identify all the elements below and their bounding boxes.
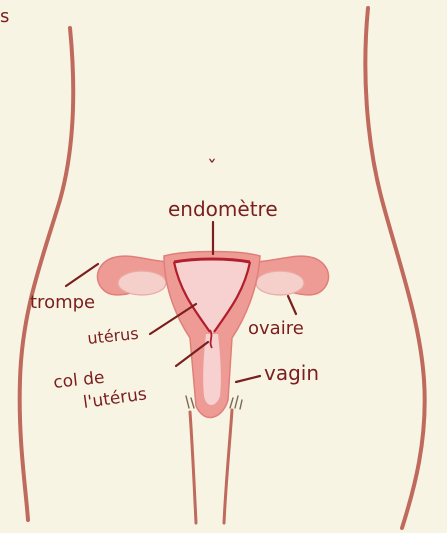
corner-mark: s <box>0 6 9 27</box>
pointer-trompe <box>66 264 98 286</box>
navel-mark: ˇ <box>207 156 217 180</box>
ovary-right <box>256 271 304 295</box>
label-vagin: vagin <box>264 361 319 385</box>
pointer-vagin <box>236 376 260 382</box>
ovary-left <box>118 271 166 295</box>
label-endometre: endomètre <box>168 197 278 221</box>
inner-thigh-right <box>224 410 232 523</box>
label-trompe: trompe <box>30 292 95 313</box>
inner-thigh-left <box>190 412 196 523</box>
body-outline-right <box>365 8 424 528</box>
label-col-line1: col de <box>52 368 105 393</box>
label-uterus: utérus <box>86 324 139 348</box>
label-ovaire: ovaire <box>248 318 304 339</box>
body-outline-left <box>20 28 74 520</box>
cervix-line <box>210 330 212 348</box>
pointer-ovaire <box>288 296 296 314</box>
